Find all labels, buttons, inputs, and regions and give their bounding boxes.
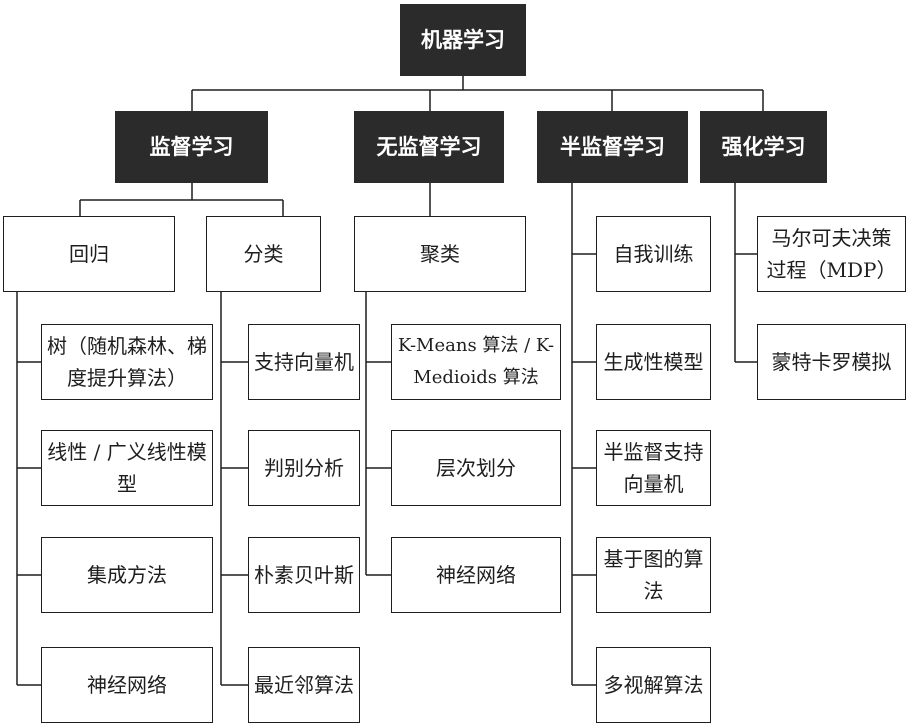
classification-item-label: 判别分析 <box>264 456 344 480</box>
regression-item: 树（随机森林、梯度提升算法） <box>41 324 213 400</box>
classification-item: 支持向量机 <box>248 324 360 400</box>
branch-supervised: 监督学习 <box>115 111 268 183</box>
regression-item-label: 线性 / 广义线性模型 <box>47 440 207 496</box>
classification-item-label: 朴素贝叶斯 <box>254 563 354 587</box>
regression-item: 神经网络 <box>41 647 213 723</box>
semi-supervised-item-label: 半监督支持向量机 <box>603 440 704 496</box>
root-node: 机器学习 <box>400 4 526 76</box>
subcategory-regression-label: 回归 <box>69 242 109 266</box>
reinforcement-item-label: 马尔可夫决策过程（MDP） <box>766 226 897 282</box>
semi-supervised-item: 基于图的算法 <box>596 537 711 613</box>
clustering-item-label: 层次划分 <box>436 456 516 480</box>
subcategory-regression: 回归 <box>3 216 175 292</box>
subcategory-classification: 分类 <box>206 216 321 292</box>
clustering-item: K-Means 算法 / K-Medioids 算法 <box>391 324 561 400</box>
branch-unsupervised-label: 无监督学习 <box>376 135 482 159</box>
branch-unsupervised: 无监督学习 <box>354 111 504 183</box>
classification-item-label: 支持向量机 <box>254 350 354 374</box>
semi-supervised-item: 自我训练 <box>596 216 711 292</box>
regression-item-label: 集成方法 <box>87 563 167 587</box>
regression-item-label: 神经网络 <box>87 673 167 697</box>
clustering-item: 神经网络 <box>391 537 561 613</box>
branch-reinforcement-label: 强化学习 <box>721 135 806 159</box>
clustering-item: 层次划分 <box>391 430 561 506</box>
root-label: 机器学习 <box>421 28 505 52</box>
subcategory-classification-label: 分类 <box>243 242 284 266</box>
regression-item: 线性 / 广义线性模型 <box>41 430 213 506</box>
regression-item-label: 树（随机森林、梯度提升算法） <box>47 334 207 390</box>
subcategory-clustering-label: 聚类 <box>420 242 460 266</box>
branch-reinforcement: 强化学习 <box>700 111 827 183</box>
classification-item: 朴素贝叶斯 <box>248 537 360 613</box>
clustering-item-label: 神经网络 <box>436 563 516 587</box>
reinforcement-item: 蒙特卡罗模拟 <box>757 324 906 400</box>
reinforcement-item: 马尔可夫决策过程（MDP） <box>757 216 906 292</box>
reinforcement-item-label: 蒙特卡罗模拟 <box>771 350 892 374</box>
branch-semi-supervised-label: 半监督学习 <box>560 135 665 159</box>
branch-supervised-label: 监督学习 <box>149 135 234 159</box>
semi-supervised-item-label: 基于图的算法 <box>603 547 704 603</box>
classification-item-label: 最近邻算法 <box>254 673 354 697</box>
branch-semi-supervised: 半监督学习 <box>537 111 688 183</box>
classification-item: 最近邻算法 <box>248 647 360 723</box>
semi-supervised-item-label: 多视解算法 <box>603 673 704 697</box>
clustering-item-label: K-Means 算法 / K-Medioids 算法 <box>397 335 555 388</box>
semi-supervised-item-label: 自我训练 <box>613 242 694 266</box>
semi-supervised-item: 半监督支持向量机 <box>596 430 711 506</box>
semi-supervised-item: 多视解算法 <box>596 647 711 723</box>
semi-supervised-item-label: 生成性模型 <box>603 350 704 374</box>
subcategory-clustering: 聚类 <box>354 216 526 292</box>
semi-supervised-item: 生成性模型 <box>596 324 711 400</box>
regression-item: 集成方法 <box>41 537 213 613</box>
classification-item: 判别分析 <box>248 430 360 506</box>
